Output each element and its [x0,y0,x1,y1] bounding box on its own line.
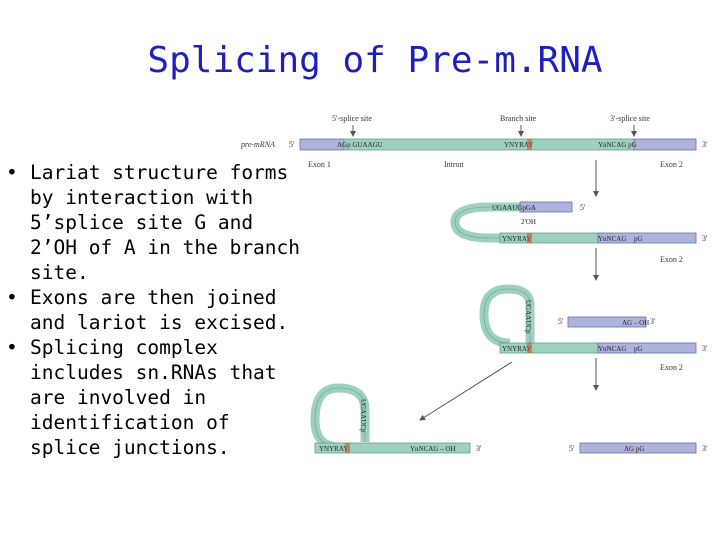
bullet-text: Lariat structure forms by interaction wi… [30,161,301,284]
lariat-loop-sequence-3: UGAAUCp [359,399,367,433]
excised-lariat [310,383,370,452]
exon2-bar [633,138,697,151]
branch-a-highlight [527,139,532,150]
five-prime-label: 5' [289,140,295,149]
pg-label-step2: pG [634,235,643,243]
excised-lariat-outline [314,387,366,448]
five-ss-sequence: AGp GUAAGU [337,141,383,149]
branch-a-highlight-step3 [527,343,532,353]
lariat-loop-2 [479,284,535,348]
branch-site-label: Branch site [500,114,537,123]
ag-oh-label-step3: AG – OH [622,319,649,327]
lariat-loop-sequence-2: UGAAUCp [524,300,532,334]
three-prime-label-lariat: 3' [476,444,482,453]
bullet-list: • Lariat structure forms by interaction w… [6,160,306,460]
five-prime-label-step4: 5' [569,444,575,453]
lariat-loop-1-outline [454,206,520,239]
three-prime-label-exon1-step3: 3' [650,317,656,326]
five-prime-label-step3: 5' [558,317,564,326]
bullet-item: • Splicing complex includes sn.RNAs that … [6,335,306,460]
exon2-bar-step3 [597,342,697,354]
branch-sequence-step2: YNYRAY [502,235,531,243]
lariat-sequence: UGAAUGpGA [492,204,536,212]
three-prime-label-step4: 3' [702,444,708,453]
branch-a-highlight-step4 [345,443,350,453]
five-prime-label-step2: 5' [580,203,586,212]
bullet-item: • Lariat structure forms by interaction w… [6,160,306,285]
intron-bar [343,138,635,151]
two-oh-label: 2'OH [521,218,536,226]
three-ss-sequence-step3: YnNCAG [598,345,626,353]
exon1-bar-step2 [519,201,573,213]
exon2-label: Exon 2 [660,160,683,169]
bullet-text: Splicing complex includes sn.RNAs that a… [30,336,277,459]
ncag-oh-label: YnNCAG – OH [410,445,456,453]
three-ss-sequence: YnNCAG pG [598,141,637,149]
joined-exons-bar [579,442,697,454]
excised-intron-bar [314,442,471,454]
lariat-release-arrow [419,361,513,421]
exon2-bar-step2 [597,232,697,244]
branch-sequence-step4: YNYRAY [319,445,348,453]
bullet-text: Exons are then joined and lariot is exci… [30,286,289,334]
three-splice-site-label: 3'-splice site [610,114,650,123]
five-splice-site-label: 5'-splice site [332,114,372,123]
branch-a-highlight-step2 [527,233,532,243]
pre-mrna-label: pre-mRNA [240,140,275,149]
page-title: Splicing of Pre-m.RNA [147,40,603,81]
bullet-dot: • [6,286,18,309]
pg-label-step3: pG [634,345,643,353]
bullet-item: • Exons are then joined and lariot is exc… [6,285,306,335]
exon1-label: Exon 1 [308,160,331,169]
lariat-loop-2-outline [483,288,531,344]
exon2-label-step3: Exon 2 [660,363,683,372]
three-ss-sequence-step2: YnNCAG [598,235,626,243]
bullet-dot: • [6,336,18,359]
three-prime-label: 3' [702,140,708,149]
intron-label: Intron [444,160,464,169]
exon2-label-step2: Exon 2 [660,255,683,264]
exon1-bar-step3 [567,316,647,328]
three-prime-label-step3: 3' [702,344,708,353]
branch-sequence: YNYRAY [504,141,533,149]
bullet-dot: • [6,161,18,184]
three-prime-label-step2: 3' [702,234,708,243]
ag-pg-label: AG pG [624,445,644,453]
branch-sequence-step3: YNYRAY [502,345,531,353]
